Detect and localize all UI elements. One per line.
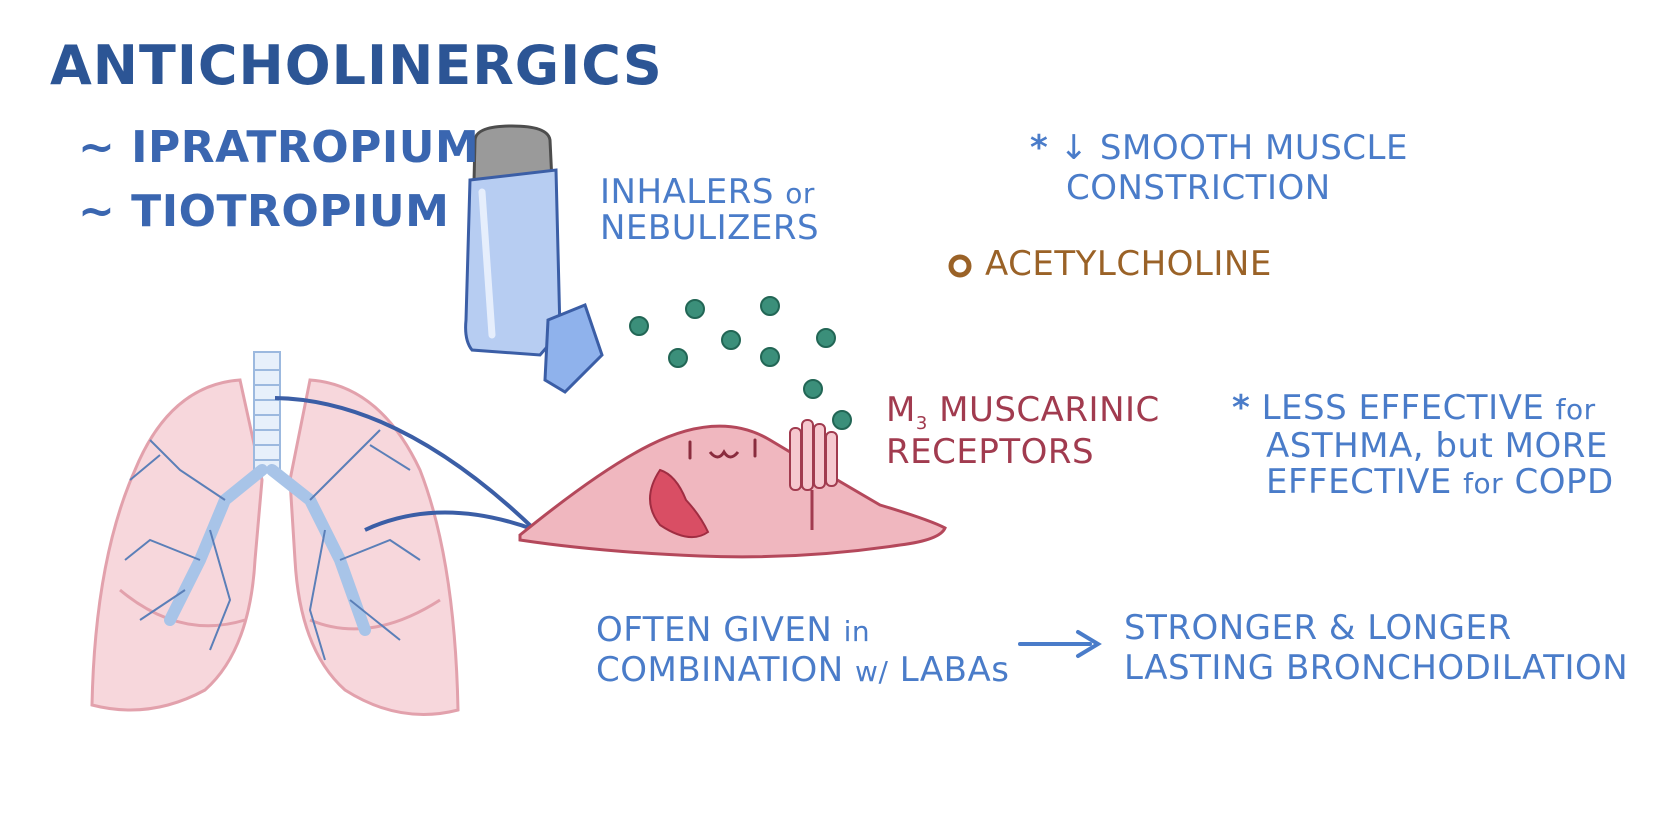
combination-line-1: OFTEN GIVEN in: [596, 610, 870, 650]
acetylcholine-legend-icon: [948, 254, 972, 278]
acetylcholine-label: ACETYLCHOLINE: [985, 244, 1272, 284]
combination-with: w/: [855, 655, 889, 688]
result-text-2: LASTING BRONCHODILATION: [1124, 648, 1629, 688]
drug-ipratropium: ~ IPRATROPIUM: [78, 122, 480, 173]
effectiveness-line-3: EFFECTIVE for COPD: [1266, 462, 1614, 502]
combination-line-2: COMBINATION w/ LABAs: [596, 650, 1009, 690]
effectiveness-bullet: *: [1232, 388, 1251, 428]
result-text-1: STRONGER & LONGER: [1124, 608, 1512, 648]
receptor-prefix: M: [886, 390, 916, 430]
receptor-text-1: MUSCARINIC: [939, 390, 1160, 430]
delivery-inhalers: INHALERS: [600, 172, 774, 212]
receptor-subscript: 3: [915, 412, 928, 434]
effectiveness-text-2: ASTHMA, but MORE: [1266, 426, 1608, 466]
effectiveness-text-3: EFFECTIVE: [1266, 462, 1452, 502]
effect-bullet: *: [1030, 128, 1049, 168]
result-arrow: [1018, 630, 1102, 658]
combination-labas: LABAs: [899, 650, 1010, 690]
combination-text-2: COMBINATION: [596, 650, 844, 690]
effect-text-1: SMOOTH MUSCLE: [1099, 128, 1408, 168]
page-title: ANTICHOLINERGICS: [50, 34, 663, 97]
combination-text-1: OFTEN GIVEN: [596, 610, 833, 650]
smooth-muscle-cell: [518, 419, 947, 559]
inhaler-icon: [464, 124, 604, 394]
receptor-text-2: RECEPTORS: [886, 432, 1095, 472]
delivery-or: or: [785, 177, 815, 210]
delivery-nebulizers: NEBULIZERS: [600, 208, 820, 248]
down-arrow-icon: ↓: [1059, 128, 1089, 168]
acetylcholine-particles: [629, 296, 852, 430]
receptor-line-1: M3 MUSCARINIC: [886, 390, 1160, 434]
effect-line-1: * ↓ SMOOTH MUSCLE: [1030, 128, 1408, 168]
effectiveness-for-2: for: [1463, 467, 1504, 500]
effectiveness-for-1: for: [1555, 393, 1596, 426]
effectiveness-copd: COPD: [1514, 462, 1614, 502]
effect-text-2: CONSTRICTION: [1066, 168, 1331, 208]
effectiveness-line-1: * LESS EFFECTIVE for: [1232, 388, 1596, 428]
m3-receptor-icon: [789, 419, 838, 530]
delivery-line-1: INHALERS or: [600, 172, 815, 212]
drug-tiotropium: ~ TIOTROPIUM: [78, 186, 450, 237]
combination-in: in: [843, 615, 871, 648]
lungs-illustration: [90, 351, 537, 716]
effectiveness-text-1: LESS EFFECTIVE: [1261, 388, 1545, 428]
